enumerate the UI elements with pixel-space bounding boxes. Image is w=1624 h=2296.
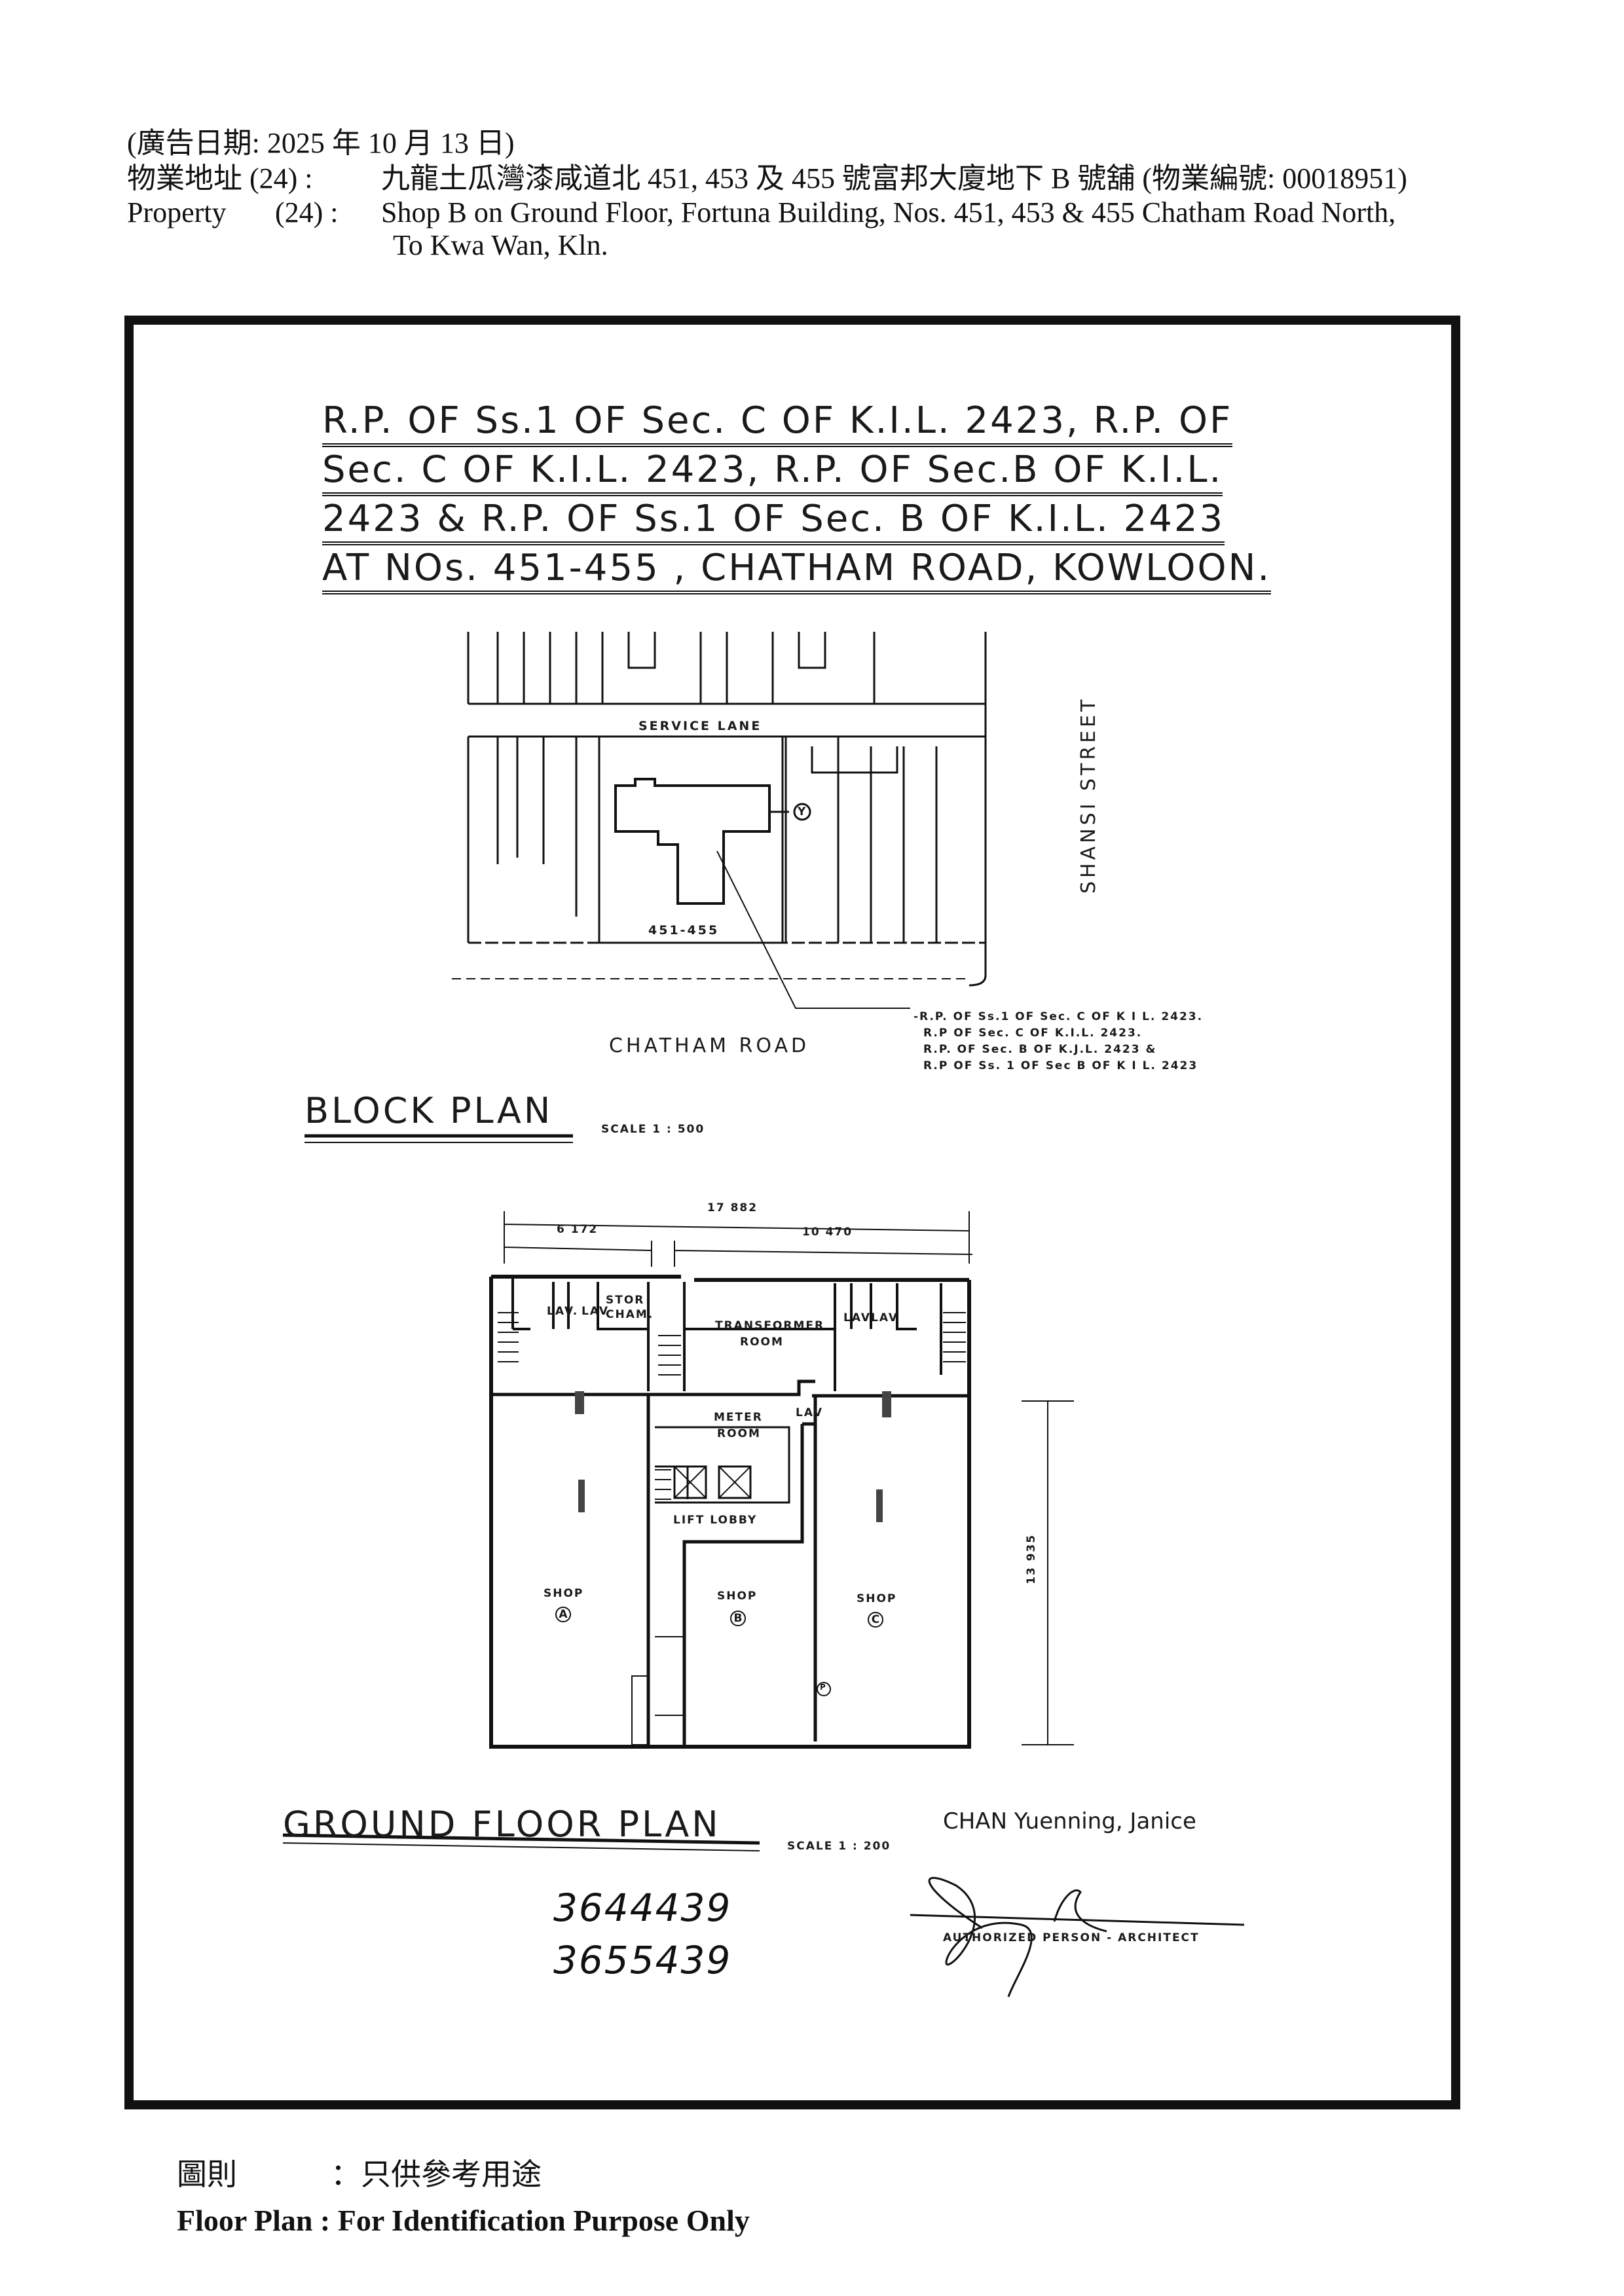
architect-role: AUTHORIZED PERSON - ARCHITECT — [943, 1931, 1200, 1944]
shop-a-label: SHOP — [544, 1587, 584, 1600]
signature-mark — [910, 1876, 1245, 1997]
dimension-left: 6 172 — [557, 1223, 599, 1236]
address-en-line1: Shop B on Ground Floor, Fortuna Building… — [381, 196, 1396, 228]
ground-floor-plan-scale: SCALE 1 : 200 — [787, 1840, 891, 1853]
lot-number-label: 451-455 — [648, 923, 720, 938]
room-meter-room: ROOM — [717, 1427, 761, 1440]
handwritten-number: 3655439 — [553, 1938, 732, 1982]
room-lav: LAV. — [547, 1305, 579, 1318]
block-plan-scale: SCALE 1 : 500 — [601, 1123, 705, 1136]
lot-title-line2: Sec. C OF K.I.L. 2423, R.P. OF Sec.B OF … — [322, 448, 1223, 496]
chatham-road-label: CHATHAM ROAD — [609, 1034, 810, 1057]
lot-note: R.P OF Ss. 1 OF Sec B OF K I L. 2423 — [923, 1059, 1198, 1072]
room-lav: LAV — [581, 1305, 609, 1318]
room-meter: METER — [714, 1411, 763, 1424]
shop-b-marker: B — [730, 1611, 746, 1626]
lot-note: R.P OF Sec. C OF K.I.L. 2423. — [923, 1027, 1143, 1040]
shop-b-label: SHOP — [717, 1590, 758, 1603]
footer-zh-label: 圖則 — [177, 2157, 237, 2192]
advertisement-date: (廣告日期: 2025 年 10 月 13 日) — [127, 127, 515, 159]
shop-c-label: SHOP — [857, 1592, 897, 1605]
shop-a-marker: A — [555, 1607, 571, 1622]
dimension-right: 10 470 — [802, 1226, 853, 1239]
y-marker: Y — [798, 805, 807, 818]
room-transformer: TRANSFORMER — [715, 1319, 825, 1332]
p-marker: P — [820, 1683, 827, 1692]
room-lav: LAV — [871, 1311, 898, 1324]
architect-name: CHAN Yuenning, Janice — [943, 1808, 1196, 1834]
room-lav: LAV — [796, 1406, 823, 1419]
shansi-street-label: SHANSI STREET — [1077, 696, 1100, 894]
address-zh: 九龍土瓜灣漆咸道北 451, 453 及 455 號富邦大廈地下 B 號舖 (物… — [381, 162, 1407, 194]
service-lane-label: SERVICE LANE — [638, 719, 762, 733]
underlines — [282, 1134, 760, 1851]
ground-floor-plan-title: GROUND FLOOR PLAN — [283, 1804, 721, 1845]
plan-frame — [124, 316, 1460, 2109]
address-en-line2: To Kwa Wan, Kln. — [393, 229, 608, 261]
lot-note: -R.P. OF Ss.1 OF Sec. C OF K I L. 2423. — [913, 1010, 1204, 1023]
dimension-total: 17 882 — [707, 1201, 758, 1214]
room-stor-cham: STOR CHAM. — [606, 1294, 654, 1321]
lot-title-line3: 2423 & R.P. OF Ss.1 OF Sec. B OF K.I.L. … — [322, 498, 1225, 545]
room-lift-lobby: LIFT LOBBY — [673, 1514, 758, 1527]
footer-zh-text: ：只供參考用途 — [331, 2157, 542, 2192]
block-plan-drawing — [452, 632, 987, 1009]
floor-plan-drawing — [489, 1211, 1074, 1749]
lot-title-line4: AT NOs. 451-455 , CHATHAM ROAD, KOWLOON. — [322, 547, 1272, 594]
shop-c-marker: C — [868, 1612, 883, 1628]
dimension-depth: 13 935 — [1025, 1533, 1038, 1584]
lot-title-line1: R.P. OF Ss.1 OF Sec. C OF K.I.L. 2423, R… — [322, 399, 1233, 447]
address-zh-label: 物業地址 (24) : — [127, 162, 313, 194]
room-lav: LAV — [843, 1311, 871, 1324]
block-plan-title: BLOCK PLAN — [304, 1090, 553, 1131]
lot-note: R.P. OF Sec. B OF K.J.L. 2423 & — [923, 1043, 1157, 1056]
property-number: (24) : — [275, 196, 339, 228]
room-transformer-room: ROOM — [740, 1336, 784, 1349]
property-label: Property — [127, 196, 227, 228]
handwritten-number: 3644439 — [553, 1886, 732, 1930]
footer-en-text: Floor Plan : For Identification Purpose … — [177, 2204, 750, 2237]
